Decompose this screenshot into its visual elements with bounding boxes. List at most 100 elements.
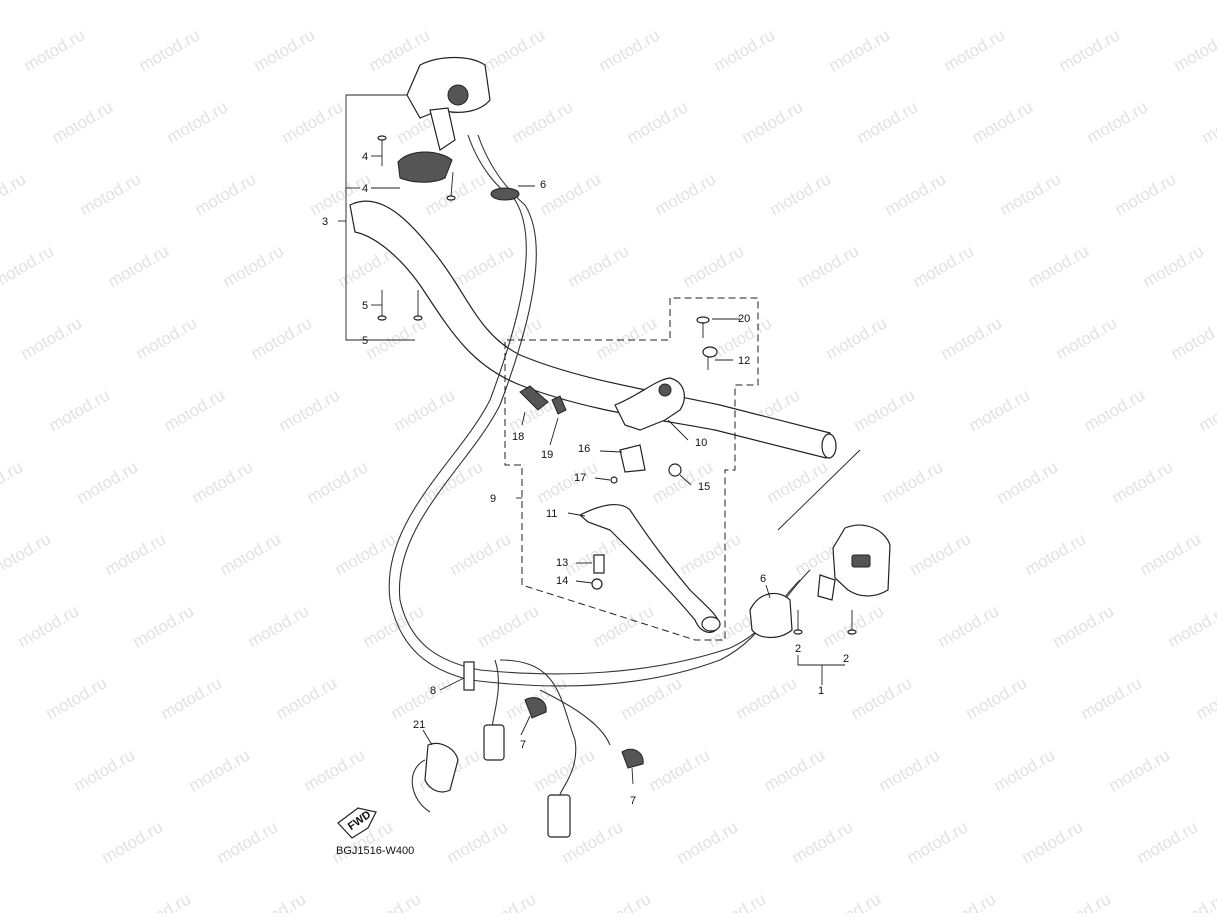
- watermark-text: motod.ru: [1134, 817, 1202, 867]
- watermark-text: motod.ru: [1019, 817, 1087, 867]
- watermark-text: motod.ru: [242, 889, 310, 913]
- watermark-text: motod.ru: [674, 817, 742, 867]
- watermark-text: motod.ru: [214, 817, 282, 867]
- watermark-text: motod.ru: [1140, 241, 1208, 291]
- watermark-text: motod.ru: [798, 0, 866, 3]
- callout-1: 1: [818, 685, 824, 697]
- watermark-text: motod.ru: [0, 169, 29, 219]
- watermark-text: motod.ru: [0, 457, 26, 507]
- callout-12: 12: [738, 355, 750, 367]
- watermark-text: motod.ru: [49, 97, 117, 147]
- callout-6: 6: [760, 573, 766, 585]
- watermark-text: motod.ru: [21, 25, 89, 75]
- watermark-text: motod.ru: [223, 0, 291, 3]
- watermark-text: motod.ru: [907, 529, 975, 579]
- watermark-text: motod.ru: [1078, 673, 1146, 723]
- watermark-text: motod.ru: [941, 25, 1009, 75]
- watermark-text: motod.ru: [0, 529, 54, 579]
- watermark-text: motod.ru: [251, 25, 319, 75]
- watermark-text: motod.ru: [304, 457, 372, 507]
- watermark-text: motod.ru: [593, 313, 661, 363]
- watermark-text: motod.ru: [332, 529, 400, 579]
- watermark-text: motod.ru: [1084, 97, 1152, 147]
- watermark-text: motod.ru: [938, 313, 1006, 363]
- watermark-text: motod.ru: [1165, 601, 1217, 651]
- watermark-text: motod.ru: [99, 817, 167, 867]
- callout-5: 5: [362, 335, 368, 347]
- callout-17: 17: [574, 472, 586, 484]
- watermark-text: motod.ru: [192, 169, 260, 219]
- callout-19: 19: [541, 449, 553, 461]
- watermark-text: motod.ru: [991, 745, 1059, 795]
- watermark-text: motod.ru: [820, 601, 888, 651]
- callout-2: 2: [795, 643, 801, 655]
- watermark-text: motod.ru: [854, 97, 922, 147]
- watermark-text: motod.ru: [879, 457, 947, 507]
- watermark-text: motod.ru: [0, 241, 57, 291]
- connector-b: [548, 795, 570, 837]
- watermark-text: motod.ru: [966, 385, 1034, 435]
- watermark-text: motod.ru: [565, 241, 633, 291]
- watermark-text: motod.ru: [279, 97, 347, 147]
- watermark-text: motod.ru: [534, 457, 602, 507]
- watermark-text: motod.ru: [130, 601, 198, 651]
- washer-14: [592, 579, 602, 589]
- watermark-text: motod.ru: [932, 889, 1000, 913]
- watermark-text: motod.ru: [702, 889, 770, 913]
- watermark-text: motod.ru: [43, 673, 111, 723]
- callout-15: 15: [698, 481, 710, 493]
- callout-4: 4: [362, 183, 368, 195]
- diagram-code: BGJ1516-W400: [336, 845, 414, 857]
- watermark-text: motod.ru: [537, 169, 605, 219]
- watermark-text: motod.ru: [444, 817, 512, 867]
- callout-21: 21: [413, 719, 425, 731]
- watermark-text: motod.ru: [587, 889, 655, 913]
- callout-8: 8: [430, 685, 436, 697]
- wiring-harness: [389, 135, 810, 795]
- pin-17: [611, 477, 617, 483]
- callout-4: 4: [362, 151, 368, 163]
- watermark-text: motod.ru: [677, 529, 745, 579]
- watermark-text: motod.ru: [761, 745, 829, 795]
- watermark-text: motod.ru: [388, 673, 456, 723]
- watermark-text: motod.ru: [789, 817, 857, 867]
- watermark-text: motod.ru: [1143, 0, 1211, 3]
- watermark-text: motod.ru: [823, 313, 891, 363]
- watermark-text: motod.ru: [419, 457, 487, 507]
- watermark-text: motod.ru: [882, 169, 950, 219]
- watermark-text: motod.ru: [618, 673, 686, 723]
- watermark-text: motod.ru: [74, 457, 142, 507]
- clamp-7-right: [622, 749, 643, 768]
- watermark-text: motod.ru: [481, 25, 549, 75]
- watermark-text: motod.ru: [531, 745, 599, 795]
- watermark-text: motod.ru: [509, 97, 577, 147]
- watermark-text: motod.ru: [733, 673, 801, 723]
- watermark-text: motod.ru: [217, 529, 285, 579]
- watermark-text: motod.ru: [161, 385, 229, 435]
- watermark-text: motod.ru: [652, 169, 720, 219]
- watermark-text: motod.ru: [472, 889, 540, 913]
- watermark-text: motod.ru: [0, 97, 1, 147]
- cable-band-8: [464, 662, 474, 690]
- watermark-text: motod.ru: [133, 313, 201, 363]
- watermark-text: motod.ru: [245, 601, 313, 651]
- watermark-text: motod.ru: [276, 385, 344, 435]
- watermark-text: motod.ru: [0, 0, 60, 3]
- watermark-text: motod.ru: [1047, 889, 1115, 913]
- watermark-text: motod.ru: [158, 673, 226, 723]
- callout-5: 5: [362, 300, 368, 312]
- watermark-text: motod.ru: [164, 97, 232, 147]
- watermark-text: motod.ru: [18, 313, 86, 363]
- watermark-text: motod.ru: [994, 457, 1062, 507]
- callout-10: 10: [695, 437, 707, 449]
- watermark-text: motod.ru: [963, 673, 1031, 723]
- watermark-text: motod.ru: [739, 97, 807, 147]
- watermark-text: motod.ru: [136, 25, 204, 75]
- callout-3: 3: [322, 216, 328, 228]
- watermark-text: motod.ru: [767, 169, 835, 219]
- watermark-text: motod.ru: [568, 0, 636, 3]
- watermark-text: motod.ru: [969, 97, 1037, 147]
